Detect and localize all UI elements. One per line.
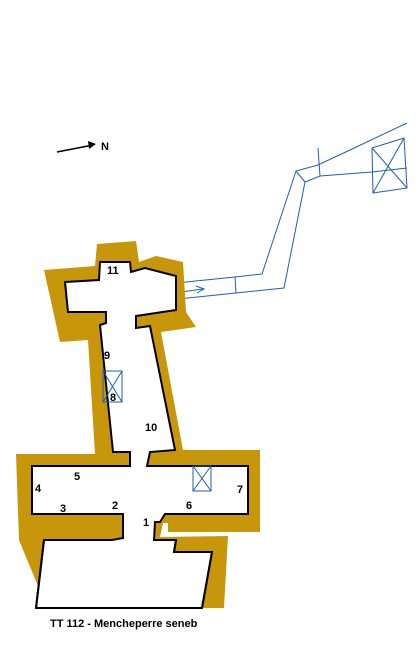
room-number-9: 9 [104,350,110,362]
room-number-7: 7 [237,484,243,496]
north-arrow: N [56,141,109,153]
room-number-10: 10 [145,422,157,434]
pit-room-8 [102,370,123,403]
room-number-4: 4 [35,483,42,495]
pit-hall [192,465,212,492]
room-number-8: 8 [110,392,116,404]
room-number-2: 2 [112,500,118,512]
room-number-3: 3 [60,503,66,515]
entrance-wall-lines [35,539,213,609]
room-number-labels: 1 2 3 4 5 6 7 8 9 10 11 [35,265,243,529]
tomb-interior [31,261,249,609]
room-number-11: 11 [107,265,119,277]
plan-caption: TT 112 - Mencheperre seneb [50,618,198,630]
room-number-5: 5 [74,471,80,483]
room-number-6: 6 [186,500,192,512]
secondary-passage-outline [145,122,408,303]
room-number-1: 1 [143,517,149,529]
north-label: N [101,141,109,153]
